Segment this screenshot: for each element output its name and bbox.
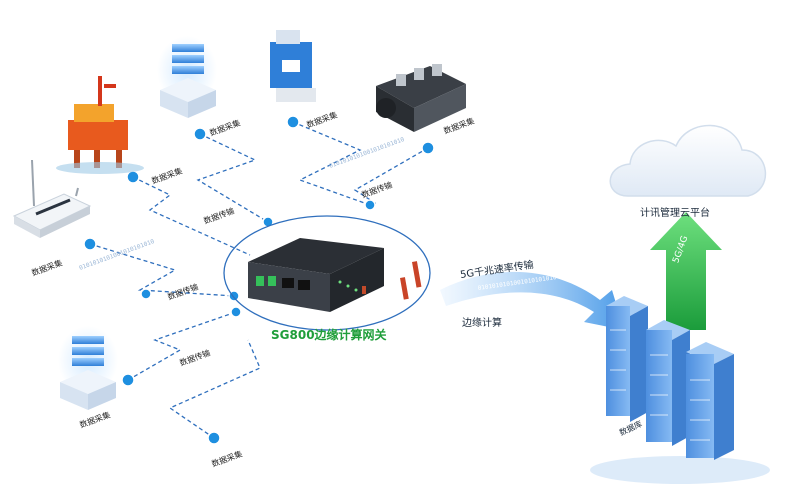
server-rack	[646, 320, 690, 446]
engine-icon	[376, 64, 466, 132]
node	[207, 431, 221, 445]
link-machine	[292, 121, 371, 206]
transmission-label-bottom: 边缘计算	[462, 318, 502, 329]
node	[286, 115, 300, 129]
node	[421, 141, 435, 155]
antenna	[412, 261, 422, 288]
link-server-top	[196, 133, 269, 223]
link-bottom-node	[168, 339, 261, 439]
uplink-arrow	[650, 212, 722, 330]
node	[140, 288, 152, 300]
server-top-icon	[157, 36, 217, 118]
cloud-label: 计讯管理云平台	[640, 208, 710, 219]
server-bottom-icon	[58, 326, 118, 410]
cloud-icon	[609, 124, 766, 197]
oil-platform-icon	[56, 76, 144, 174]
server-rack	[606, 296, 648, 422]
node	[193, 127, 207, 141]
node	[126, 170, 140, 184]
link-engine	[353, 147, 429, 206]
data-collector-machine-icon	[270, 30, 316, 102]
antenna	[400, 277, 409, 300]
transmission-stream: 0101010101001010101010	[440, 271, 624, 330]
gateway-device	[248, 238, 422, 312]
gateway-title: SG800边缘计算网关	[271, 328, 387, 342]
gateway-ring	[223, 215, 431, 331]
database-servers	[590, 296, 770, 484]
node	[262, 216, 274, 228]
router-icon	[12, 159, 92, 238]
node	[364, 199, 376, 211]
link-router	[89, 243, 235, 297]
connection-lines	[89, 121, 429, 439]
connection-nodes	[83, 115, 435, 445]
node	[230, 306, 242, 318]
link-server-bottom	[127, 311, 237, 381]
link-oil-platform	[132, 176, 251, 256]
node	[121, 373, 135, 387]
node	[83, 237, 97, 251]
server-rack	[686, 342, 734, 460]
